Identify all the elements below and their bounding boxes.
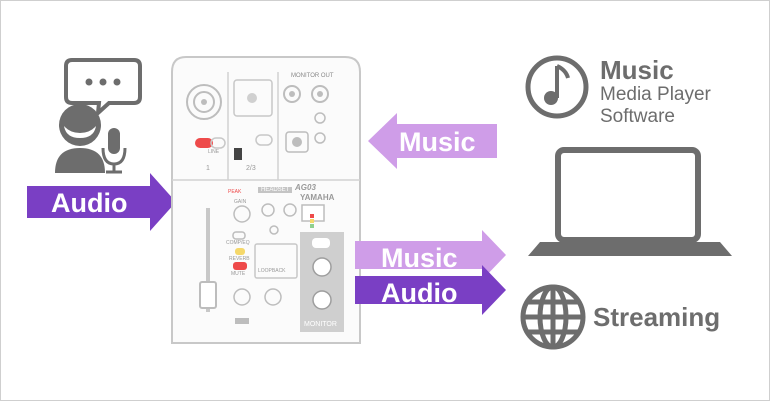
- microphone-icon: [101, 128, 127, 174]
- music-input-arrow: [368, 113, 497, 169]
- streaming-label: Streaming: [593, 302, 721, 332]
- player-title: Music: [600, 55, 674, 85]
- globe-icon: [520, 284, 586, 350]
- music-note-icon: [525, 55, 589, 119]
- mixer-device-icon: [171, 56, 361, 344]
- speech-bubble-icon: [64, 58, 142, 118]
- device-peak-text: PEAK: [228, 189, 242, 195]
- device-model-text: AG03: [295, 183, 316, 192]
- music-input-label: Music: [399, 127, 476, 157]
- device-brand-text: YAMAHA: [300, 193, 335, 202]
- audio-input-arrow: [27, 173, 176, 231]
- device-ch1-text: 1: [206, 165, 210, 172]
- music-output-label: Music: [381, 243, 458, 273]
- player-line-1: Media Player: [600, 84, 711, 105]
- device-loopback-text: LOOPBACK: [258, 268, 286, 274]
- device-gain-text: GAIN: [234, 199, 247, 205]
- audio-output-arrow: [355, 265, 506, 315]
- laptop-icon: [528, 147, 732, 256]
- audio-output-label: Audio: [381, 278, 458, 308]
- music-output-arrow: [355, 230, 506, 280]
- device-reverb-text: REVERB: [229, 256, 250, 262]
- device-line-text: LINE: [208, 149, 220, 155]
- device-comp-eq-text: COMP/EQ: [226, 240, 250, 246]
- device-monitor-text: MONITOR: [304, 321, 337, 328]
- speaking-person-icon: [55, 104, 105, 173]
- device-headset-text: HEADSET: [258, 187, 293, 193]
- device-ch23-text: 2/3: [246, 165, 256, 172]
- device-monitor-out-text: MONITOR OUT: [291, 73, 334, 79]
- audio-input-label: Audio: [51, 188, 128, 218]
- player-line-2: Software: [600, 106, 675, 127]
- device-mute-text: MUTE: [231, 271, 246, 277]
